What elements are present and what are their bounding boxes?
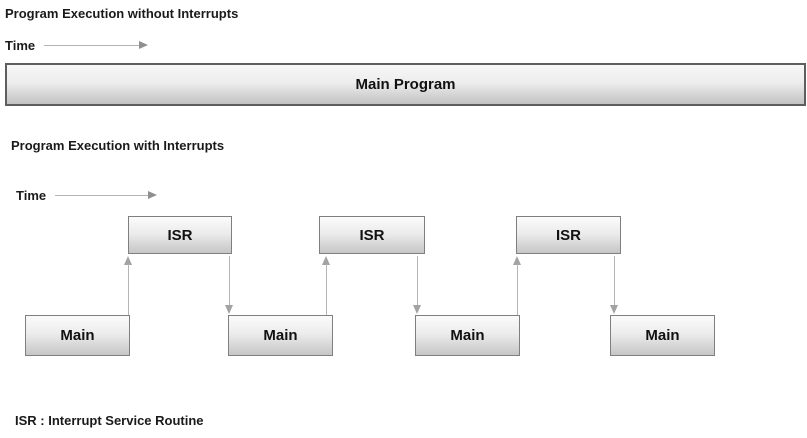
main-box: Main xyxy=(610,315,715,356)
isr-box: ISR xyxy=(516,216,621,254)
main-program-bar: Main Program xyxy=(5,63,806,106)
isr-box: ISR xyxy=(128,216,232,254)
main-box: Main xyxy=(415,315,520,356)
legend-isr-definition: ISR : Interrupt Service Routine xyxy=(15,413,204,428)
main-box: Main xyxy=(25,315,130,356)
time-axis-label: Time xyxy=(5,38,36,53)
section-title-without-interrupts: Program Execution without Interrupts xyxy=(5,6,239,21)
main-box: Main xyxy=(228,315,333,356)
section-title-with-interrupts: Program Execution with Interrupts xyxy=(11,138,225,153)
time-axis-label: Time xyxy=(16,188,47,203)
isr-box: ISR xyxy=(319,216,425,254)
